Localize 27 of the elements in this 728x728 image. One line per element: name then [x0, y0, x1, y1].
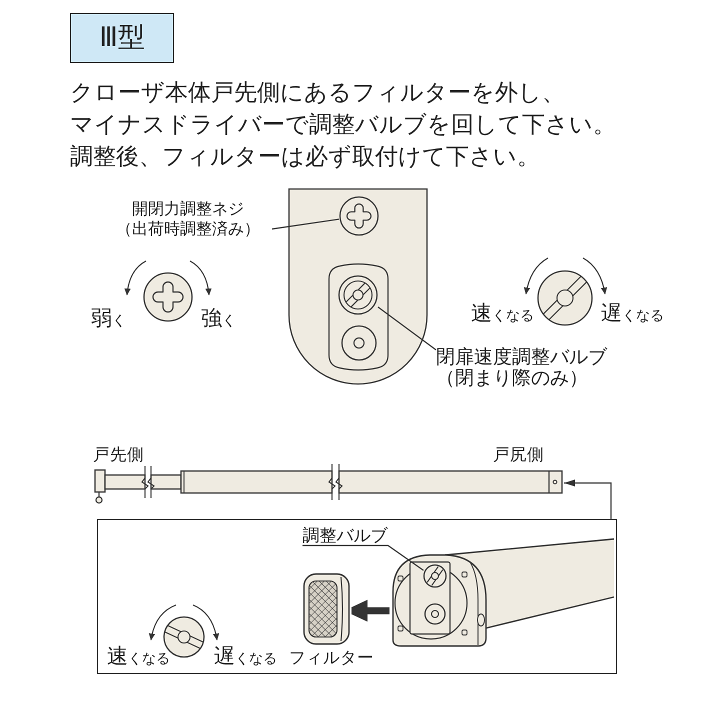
- callout-text: 調整バルブ: [302, 526, 392, 546]
- rotation-label: 弱く: [91, 305, 126, 332]
- arrow: [564, 480, 612, 519]
- door-closer-bar: [92, 463, 564, 505]
- leader-line: [378, 306, 436, 350]
- valve-head-icon: [338, 275, 378, 315]
- callout-text: 閉扉速度調整バルブ（閉まり際のみ）: [436, 347, 636, 389]
- filter-cartridge: [302, 572, 352, 646]
- rotation-label: 遅くなる: [214, 643, 277, 670]
- filter-caption: フィルター: [289, 648, 374, 668]
- screw-hole-icon: [424, 602, 446, 624]
- leader-line: [302, 544, 424, 571]
- end-label: 戸尻側: [493, 445, 544, 465]
- instruction-text: 調整後、フィルターは必ず取付けて下さい。: [70, 143, 540, 172]
- screw-hole-icon: [341, 325, 377, 361]
- rotation-label: 速くなる: [471, 300, 534, 327]
- leader-line: [272, 218, 340, 230]
- instruction-text: クローザ本体戸先側にあるフィルターを外し、マイナスドライバーで調整バルブを回して下さい。: [70, 79, 617, 140]
- model-heading: Ⅲ型: [70, 13, 174, 63]
- valve-head-icon: [422, 564, 446, 588]
- detail-panel: [97, 519, 617, 674]
- rotation-label: 遅くなる: [601, 300, 664, 327]
- screw-head-icon: [339, 196, 379, 236]
- end-label: 戸先側: [93, 445, 144, 465]
- rotation-label: 速くなる: [107, 643, 170, 670]
- rotation-label: 強く: [201, 305, 236, 332]
- callout-text: 開閉力調整ネジ（出荷時調整済み）: [104, 199, 272, 239]
